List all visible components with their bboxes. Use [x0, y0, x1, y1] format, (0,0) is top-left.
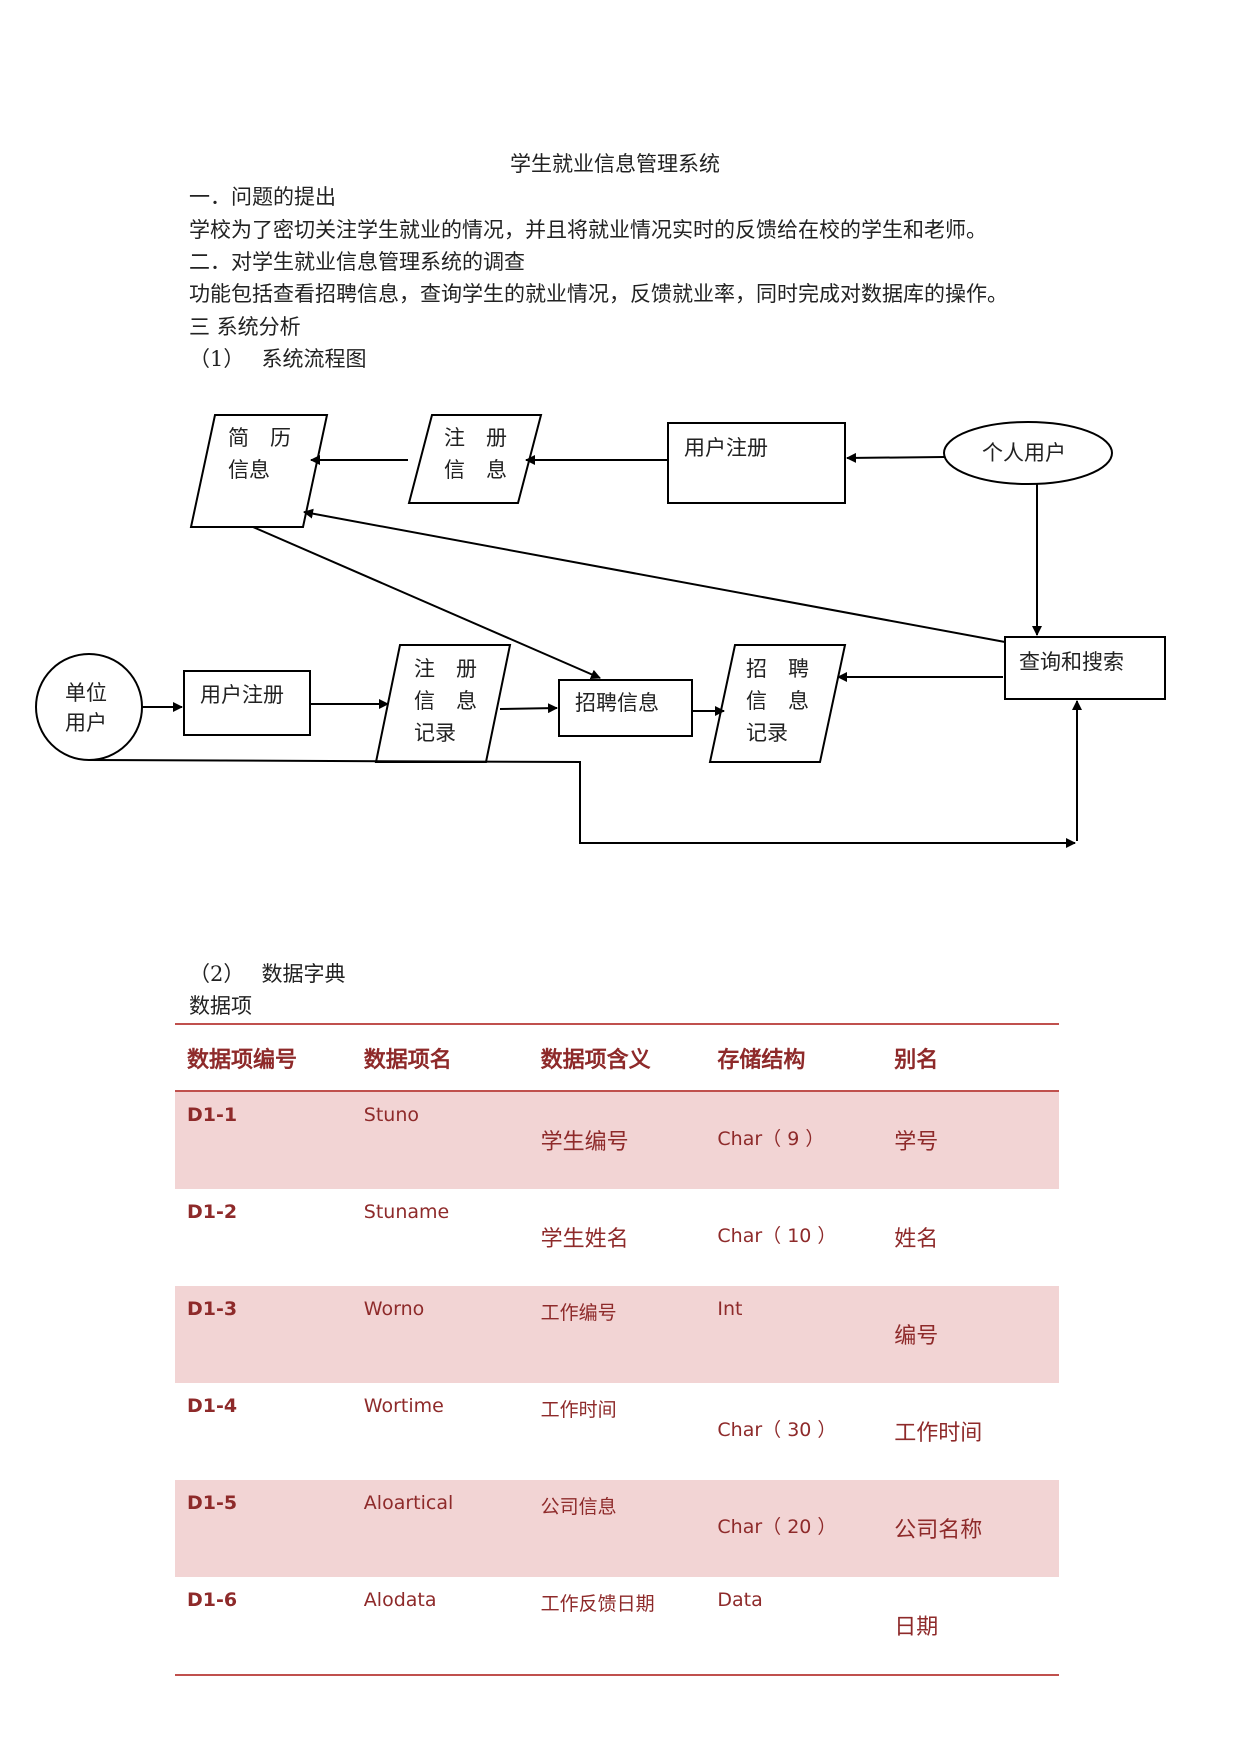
arrow-unit-to-query-path — [88, 759, 1076, 848]
resume-node — [189, 414, 329, 528]
row-type: Char（ 10 ） — [717, 1225, 837, 1247]
recruit-info-label: 招聘信息 — [575, 691, 659, 715]
reg-top-label-2: 信 息 — [444, 458, 507, 482]
user-register-bottom-node — [183, 670, 311, 736]
header-alias: 别名 — [882, 1023, 1059, 1092]
row-id: D1-1 — [175, 1091, 352, 1189]
query-search-node — [1004, 636, 1166, 700]
reg-top-label-1: 注 册 — [444, 426, 507, 450]
row-type: Char（ 30 ） — [717, 1419, 837, 1441]
arrow-personal-to-userreg — [846, 452, 945, 463]
resume-label-1: 简 历 — [228, 426, 291, 450]
header-item-id: 数据项编号 — [175, 1023, 352, 1092]
table-row: D1-5 Aloartical 公司信息 Char（ 20 ） 公司名称 — [175, 1480, 1059, 1577]
registration-record-top-node — [407, 414, 543, 504]
header-item-meaning: 数据项含义 — [528, 1023, 706, 1092]
document-title: 学生就业信息管理系统 — [510, 152, 720, 176]
row-name: Worno — [351, 1286, 529, 1383]
row-type: Char（ 9 ） — [705, 1091, 883, 1189]
row-name: Stuname — [363, 1201, 450, 1223]
user-reg-bottom-label: 用户注册 — [200, 683, 284, 707]
unit-user-node — [35, 653, 143, 761]
row-alias: 工作时间 — [894, 1421, 983, 1446]
row-id: D1-3 — [175, 1286, 352, 1383]
row-meaning: 工作编号 — [528, 1286, 706, 1383]
reg-bot-label-1: 注 册 — [414, 657, 477, 681]
personal-user-node — [943, 421, 1113, 485]
user-register-top-node — [667, 422, 846, 504]
row-alias: 编号 — [882, 1286, 1059, 1383]
arrow-regbot-to-recruit — [499, 703, 558, 714]
table-row: D1-3 Worno 工作编号 Int 编号 — [175, 1286, 1059, 1383]
row-alias: 姓名 — [894, 1227, 939, 1252]
row-alias: 公司名称 — [882, 1480, 1059, 1577]
section3-heading: 三 系统分析 — [189, 315, 301, 339]
recruit-info-node — [558, 679, 693, 737]
row-id: D1-4 — [187, 1395, 238, 1417]
row-meaning: 学生姓名 — [540, 1227, 629, 1252]
personal-user-label: 个人用户 — [982, 441, 1066, 465]
row-name: Alodata — [351, 1577, 529, 1676]
data-item-label: 数据项 — [189, 994, 252, 1018]
row-id: D1-5 — [175, 1480, 352, 1577]
row-meaning: 学生编号 — [528, 1091, 706, 1189]
arrow-resume-to-recruit — [252, 526, 601, 679]
section2-heading: 二．对学生就业信息管理系统的调查 — [189, 250, 525, 274]
recruit-record-node — [708, 644, 847, 763]
row-meaning: 工作时间 — [540, 1399, 617, 1421]
reg-bot-label-3: 记录 — [414, 721, 456, 745]
data-dictionary-table: 数据项编号 数据项名 数据项含义 存储结构 别名 D1-1 Stuno 学生编号… — [175, 1023, 1059, 1676]
recruit-rec-label-2: 信 息 — [746, 689, 809, 713]
row-meaning: 公司信息 — [528, 1480, 706, 1577]
table-row: D1-4 Wortime 工作时间 Char（ 30 ） 工作时间 — [175, 1383, 1059, 1480]
row-type: Int — [705, 1286, 883, 1383]
row-type: Char（ 20 ） — [705, 1480, 883, 1577]
table-row: D1-2 Stuname 学生姓名 Char（ 10 ） 姓名 — [175, 1189, 1059, 1286]
section1-heading: 一．问题的提出 — [189, 185, 336, 209]
subsection-data-dictionary: （2） 数据字典 — [189, 962, 346, 986]
row-name: Aloartical — [351, 1480, 529, 1577]
row-meaning: 工作反馈日期 — [528, 1577, 706, 1676]
table-row: D1-6 Alodata 工作反馈日期 Data 日期 — [175, 1577, 1059, 1676]
unit-label-1: 单位 — [65, 681, 107, 705]
arrow-query-to-resume — [303, 508, 1006, 643]
recruit-rec-label-1: 招 聘 — [746, 657, 809, 681]
row-alias: 日期 — [882, 1577, 1059, 1676]
section1-text: 学校为了密切关注学生就业的情况，并且将就业情况实时的反馈给在校的学生和老师。 — [189, 218, 987, 242]
row-id: D1-6 — [175, 1577, 352, 1676]
reg-bot-label-2: 信 息 — [414, 689, 477, 713]
section2-text: 功能包括查看招聘信息，查询学生的就业情况，反馈就业率，同时完成对数据库的操作。 — [189, 282, 1008, 306]
header-storage: 存储结构 — [705, 1023, 883, 1092]
user-reg-top-label: 用户注册 — [684, 436, 768, 460]
row-id: D1-2 — [187, 1201, 238, 1223]
recruit-rec-label-3: 记录 — [746, 721, 788, 745]
unit-label-2: 用户 — [65, 711, 107, 735]
table-row: D1-1 Stuno 学生编号 Char（ 9 ） 学号 — [175, 1091, 1059, 1189]
header-item-name: 数据项名 — [351, 1023, 529, 1092]
table-header-row: 数据项编号 数据项名 数据项含义 存储结构 别名 — [175, 1023, 1059, 1092]
resume-label-2: 信息 — [228, 458, 270, 482]
system-flowchart: 简 历 信息 注 册 信 息 用户注册 个人用户 单位 用户 用户注册 注 册 … — [35, 414, 1166, 848]
query-label: 查询和搜索 — [1019, 650, 1124, 674]
row-name: Wortime — [363, 1395, 444, 1417]
row-name: Stuno — [351, 1091, 529, 1189]
row-alias: 学号 — [882, 1091, 1059, 1189]
subsection-flowchart: （1） 系统流程图 — [189, 347, 367, 371]
row-type: Data — [705, 1577, 883, 1676]
